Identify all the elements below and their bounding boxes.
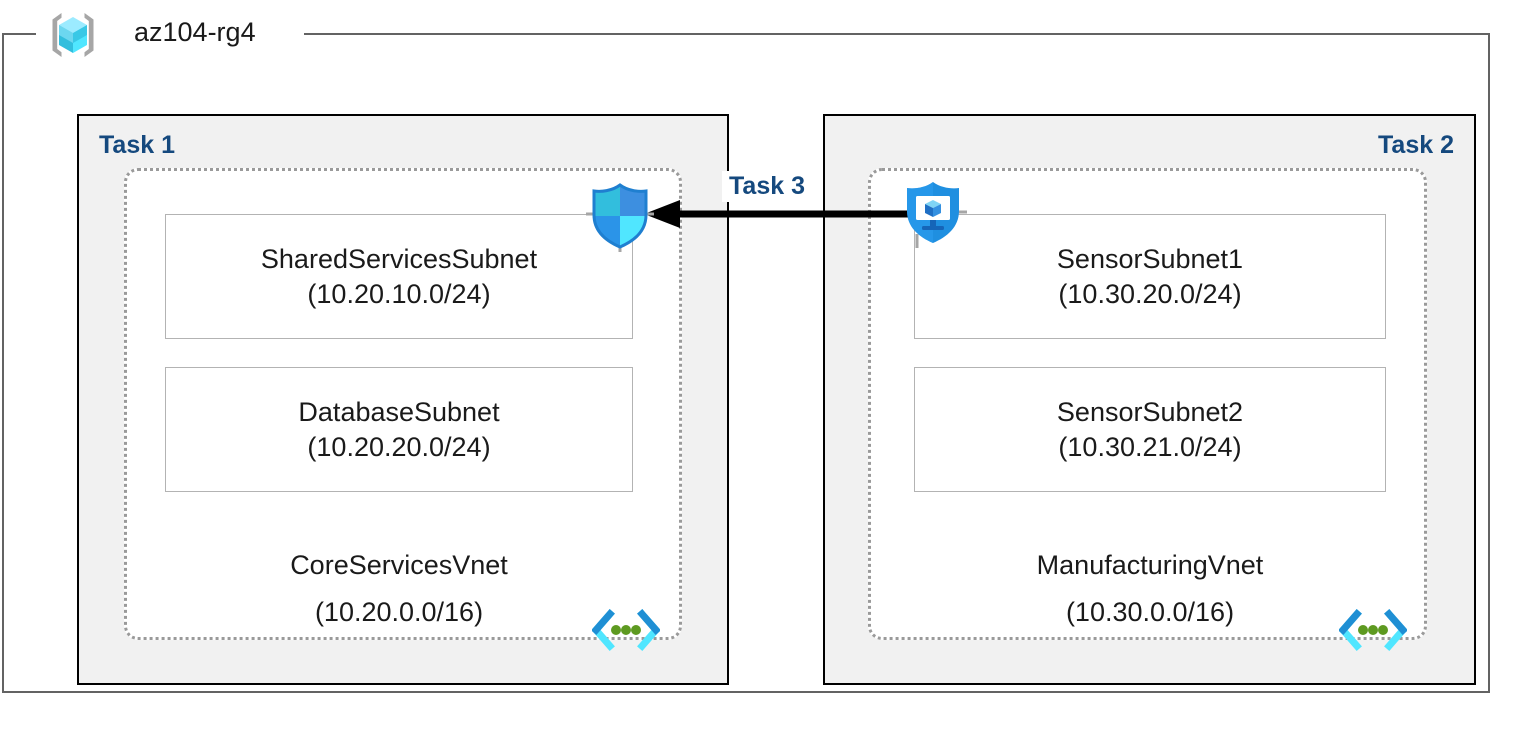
vnet-name: ManufacturingVnet xyxy=(1036,550,1264,580)
vnet-name: CoreServicesVnet xyxy=(290,550,508,580)
resource-group-frame-top-left xyxy=(2,33,36,35)
subnet-cidr: (10.20.20.0/24) xyxy=(307,431,491,462)
subnet-cidr: (10.30.21.0/24) xyxy=(1058,431,1242,462)
vnet-manufacturing-caption: ManufacturingVnet (10.30.0.0/16) xyxy=(914,542,1386,636)
resource-group-frame-bottom xyxy=(2,691,1490,693)
subnet-cidr: (10.30.20.0/24) xyxy=(1058,278,1242,309)
subnet-name: SharedServicesSubnet xyxy=(260,243,538,274)
firewall-shield-icon xyxy=(586,182,654,252)
bastion-shield-monitor-icon xyxy=(899,178,967,248)
subnet-sharedservicessubnet[interactable]: SharedServicesSubnet (10.20.10.0/24) xyxy=(165,214,633,339)
subnet-databasesubnet[interactable]: DatabaseSubnet (10.20.20.0/24) xyxy=(165,367,633,492)
vnet-coreservices-caption: CoreServicesVnet (10.20.0.0/16) xyxy=(165,542,633,636)
subnet-sensorsubnet1[interactable]: SensorSubnet1 (10.30.20.0/24) xyxy=(914,214,1386,339)
task-2-label: Task 2 xyxy=(1378,131,1454,159)
resource-group-frame-top-right xyxy=(304,33,1490,35)
vnet-cidr: (10.20.0.0/16) xyxy=(314,597,484,627)
resource-group-icon xyxy=(47,9,99,61)
vnet-peering-arrow xyxy=(640,196,908,232)
virtual-network-icon xyxy=(591,608,661,652)
task-3-label: Task 3 xyxy=(722,171,812,202)
resource-group-frame-right xyxy=(1488,33,1490,693)
subnet-name: SensorSubnet1 xyxy=(1056,243,1244,274)
subnet-name: DatabaseSubnet xyxy=(298,396,500,427)
virtual-network-icon xyxy=(1338,608,1408,652)
subnet-cidr: (10.20.10.0/24) xyxy=(307,278,491,309)
resource-group-frame-left xyxy=(2,33,4,693)
resource-group-name: az104-rg4 xyxy=(134,17,256,47)
subnet-name: SensorSubnet2 xyxy=(1056,396,1244,427)
subnet-sensorsubnet2[interactable]: SensorSubnet2 (10.30.21.0/24) xyxy=(914,367,1386,492)
vnet-cidr: (10.30.0.0/16) xyxy=(1065,597,1235,627)
task-1-label: Task 1 xyxy=(99,131,175,159)
